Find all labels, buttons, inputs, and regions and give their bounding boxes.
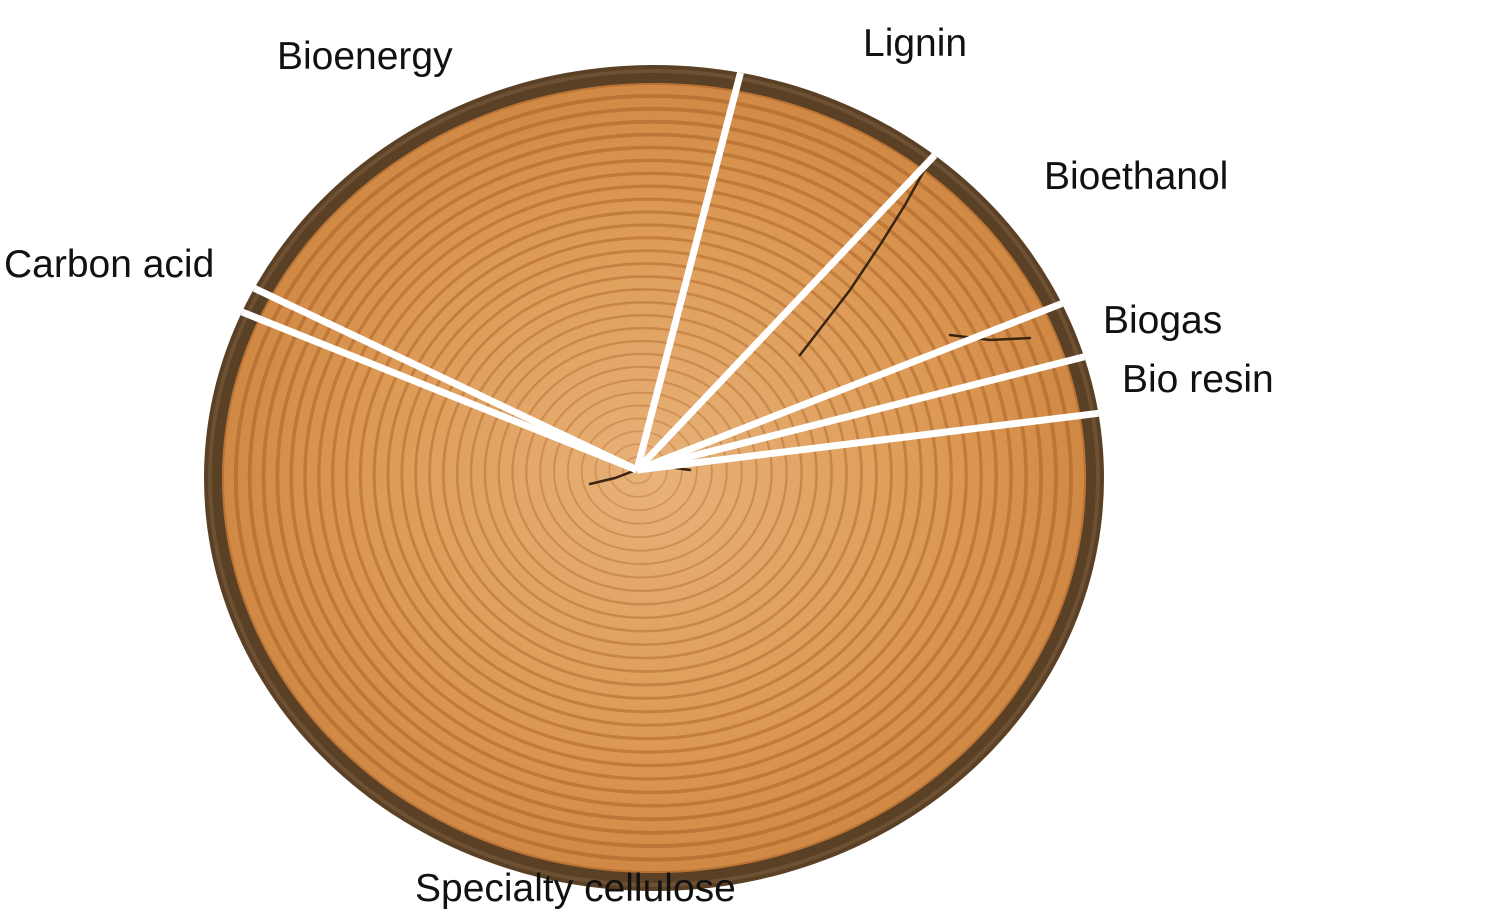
slice-label: Carbon acid [4,245,214,284]
slice-label: Bioenergy [277,37,453,76]
slice-label: Bioethanol [1044,157,1228,196]
slice-label: Specialty cellulose [415,869,736,908]
slice-label: Biogas [1103,301,1222,340]
wood-face [222,83,1086,873]
wood-disc [222,83,1086,873]
slice-label: Lignin [863,24,967,63]
slice-label: Bio resin [1122,360,1274,399]
